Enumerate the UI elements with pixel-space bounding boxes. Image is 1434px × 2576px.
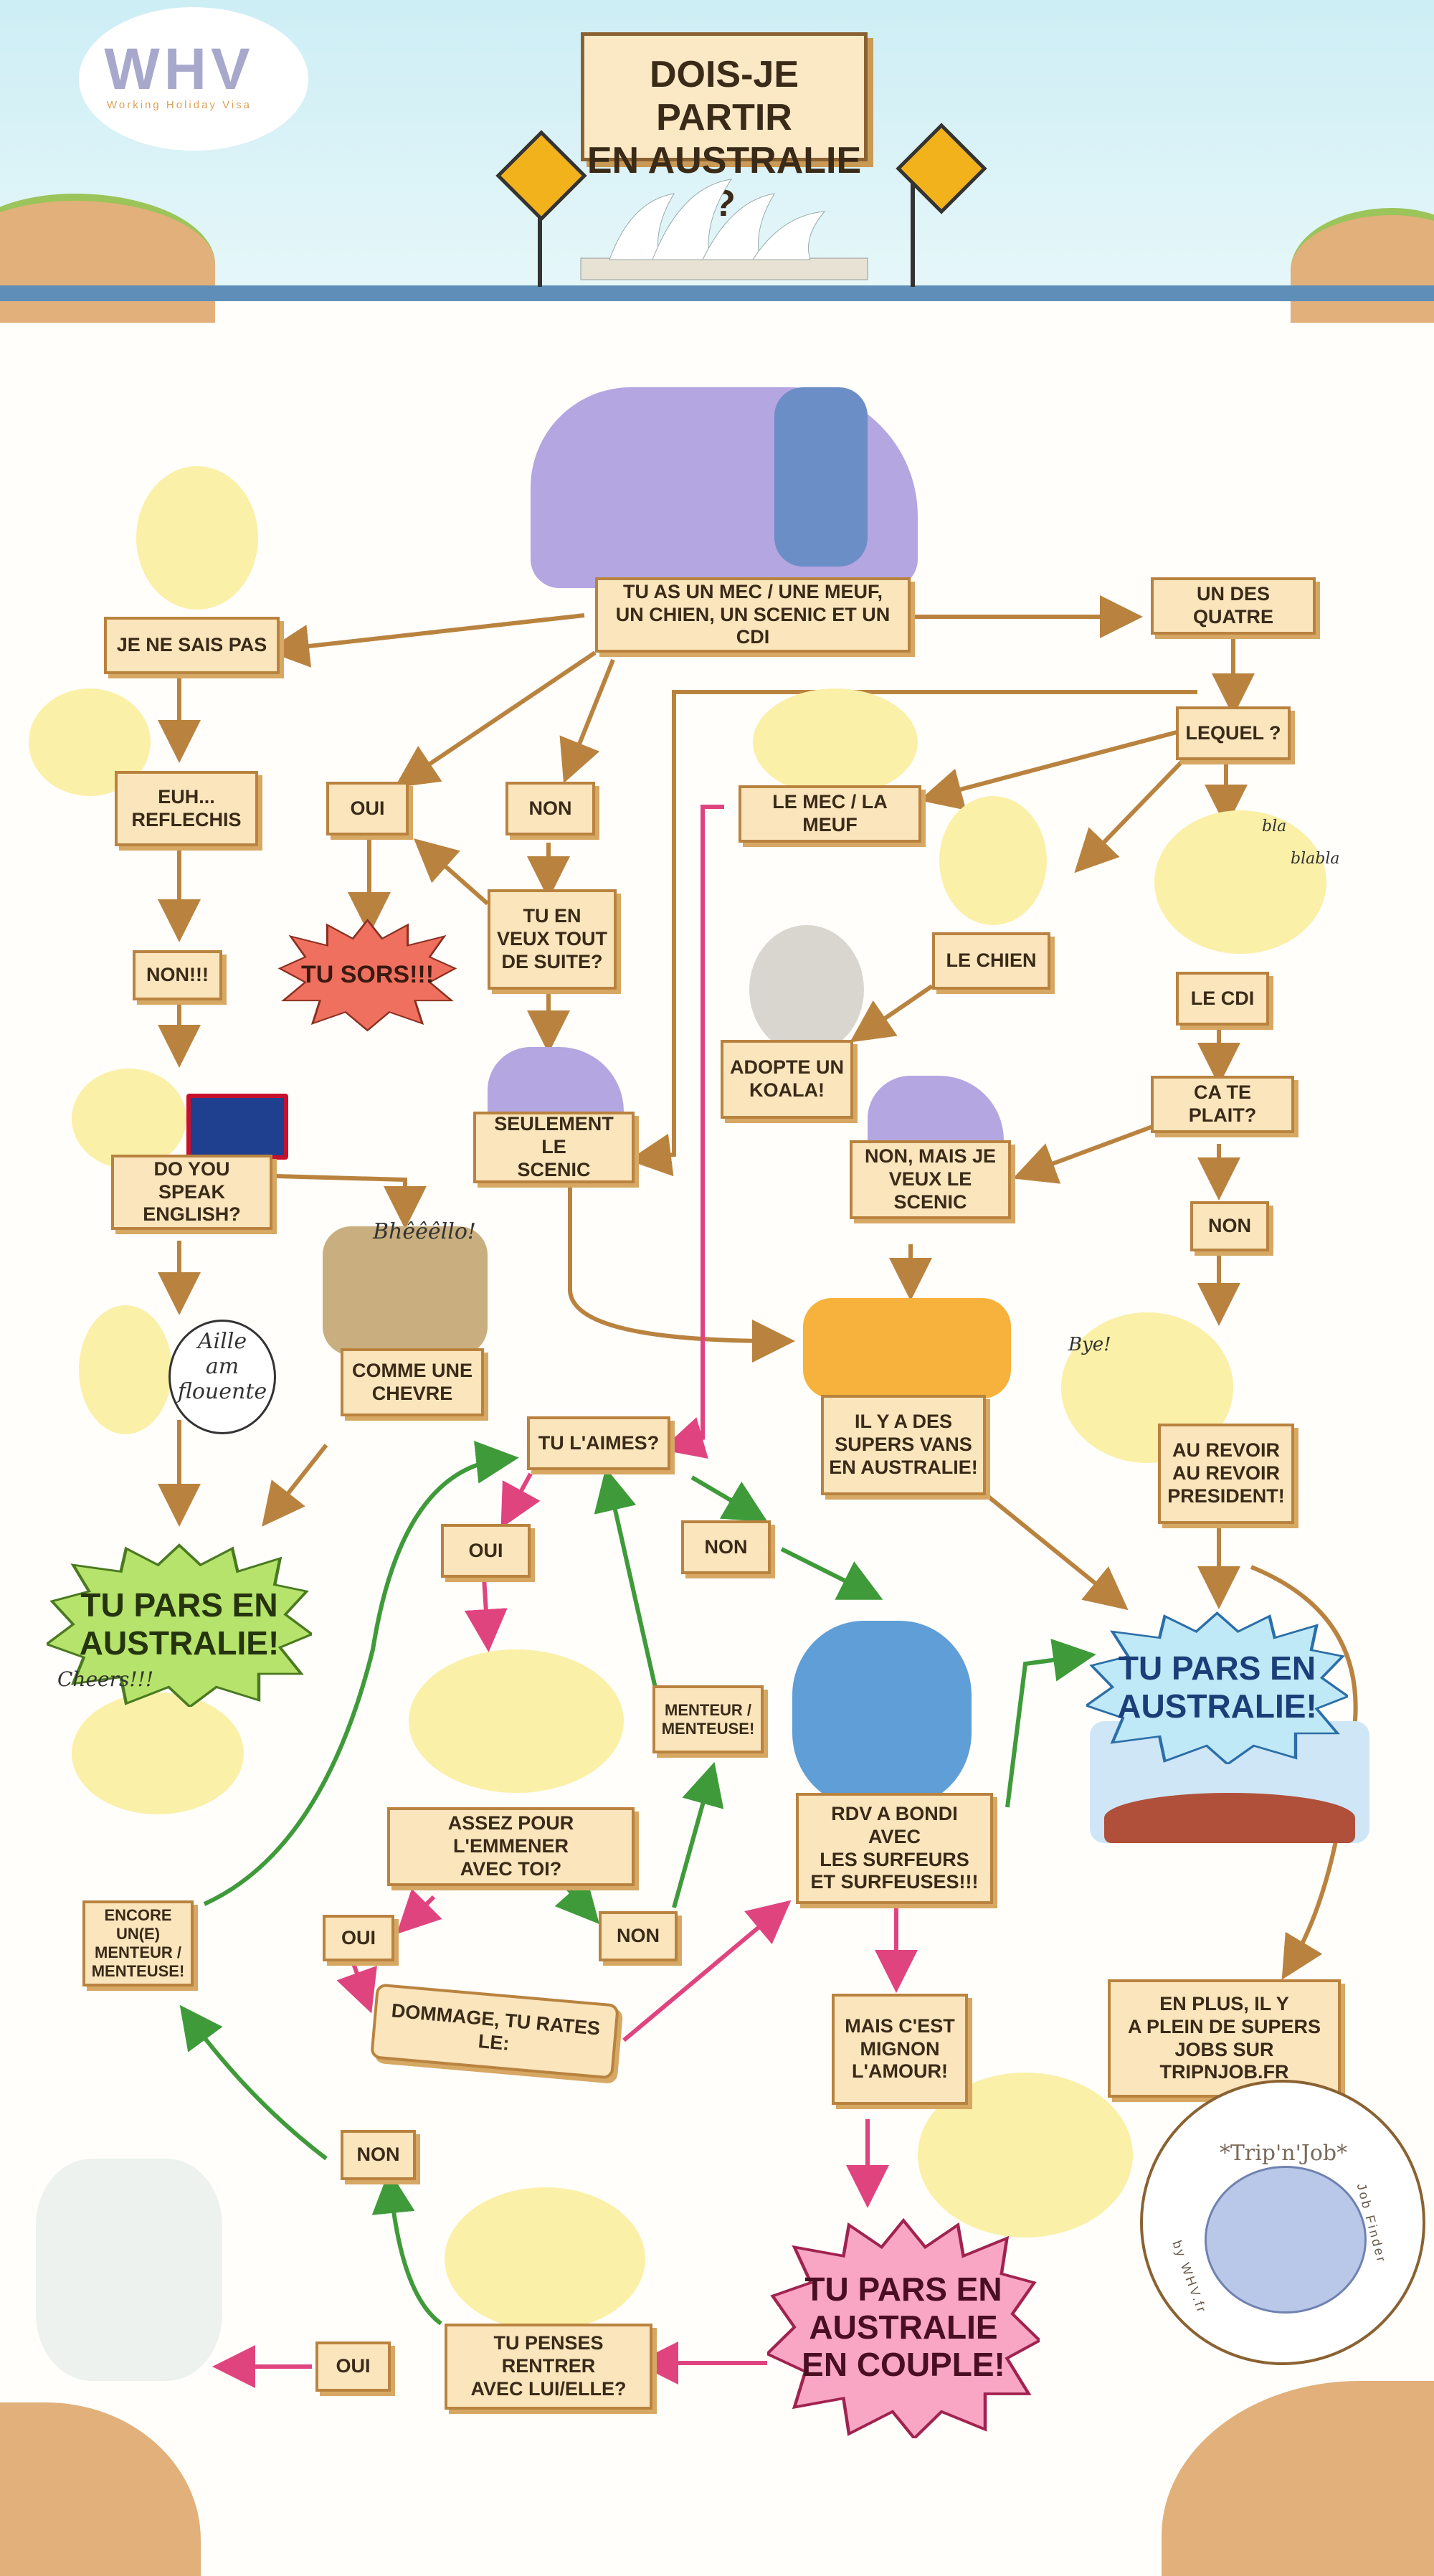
answer-non-4: NON	[599, 1911, 678, 1961]
question-tu-en-veux: TU EN VEUX TOUT DE SUITE?	[488, 889, 617, 990]
speech-bla: bla	[1262, 818, 1287, 835]
title-box: DOIS-JE PARTIR EN AUSTRALIE ?	[581, 32, 868, 224]
answer-oui-1: OUI	[326, 782, 409, 835]
answer-oui-3: OUI	[323, 1915, 394, 1961]
answer-menteur: MENTEUR / MENTEUSE!	[652, 1685, 764, 1753]
speech-bye: Bye!	[1068, 1334, 1111, 1355]
question-tu-penses-rentrer: TU PENSES RENTRER AVEC LUI/ELLE?	[445, 2324, 652, 2410]
answer-seulement-scenic: SEULEMENT LE SCENIC	[473, 1112, 635, 1183]
answer-je-ne-sais-pas: JE NE SAIS PAS	[104, 617, 280, 674]
answer-oui-4: OUI	[315, 2341, 391, 2392]
sacre-coeur-icon	[36, 2159, 222, 2381]
man-speaking-icon	[79, 1305, 172, 1434]
answer-non-mais-scenic: NON, MAIS JE VEUX LE SCENIC	[850, 1140, 1011, 1219]
thinking-woman-icon	[136, 466, 258, 610]
queen-icon	[72, 1069, 186, 1169]
couple-thinking-icon-2	[445, 2187, 645, 2331]
office-workers-icon	[1154, 810, 1326, 954]
answer-le-mec: LE MEC / LA MEUF	[739, 785, 921, 843]
couple-thinking-icon	[409, 1649, 624, 1793]
answer-non-excl: NON!!!	[133, 950, 222, 1000]
outcome-tu-pars-blue: TU PARS EN AUSTRALIE!	[1086, 1610, 1348, 1764]
info-rdv-bondi: RDV A BONDI AVEC LES SURFEURS ET SURFEUS…	[796, 1793, 993, 1904]
opera-house-icon	[580, 179, 868, 280]
question-start: TU AS UN MEC / UNE MEUF, UN CHIEN, UN SC…	[595, 577, 911, 653]
outcome-tu-sors: TU SORS!!!	[276, 918, 459, 1033]
goat-icon	[323, 1226, 488, 1355]
answer-non-1: NON	[505, 782, 595, 835]
speech-blabla: blabla	[1291, 850, 1340, 868]
whv-logo[interactable]: WHV	[104, 37, 255, 102]
tripnjob-name: *Trip'n'Job*	[1219, 2141, 1348, 2166]
answer-non-2: NON	[1190, 1201, 1269, 1251]
question-do-you-speak: DO YOU SPEAK ENGLISH?	[111, 1155, 272, 1230]
speech-bheeello: Bhêêêllo!	[373, 1219, 476, 1244]
outcome-tu-pars-green: TU PARS EN AUSTRALIE!	[47, 1542, 312, 1707]
answer-encore-menteur: ENCORE UN(E) MENTEUR / MENTEUSE!	[82, 1900, 194, 1987]
answer-le-chien: LE CHIEN	[932, 932, 1050, 990]
outcome-tu-pars-couple: TU PARS EN AUSTRALIE EN COUPLE!	[767, 2216, 1040, 2438]
answer-oui-2: OUI	[441, 1524, 531, 1578]
logo-cloud	[79, 7, 308, 151]
answer-au-revoir: AU REVOIR AU REVOIR PRESIDENT!	[1158, 1424, 1294, 1524]
answer-non-5: NON	[341, 2130, 416, 2180]
title-line-1: DOIS-JE PARTIR	[649, 54, 799, 138]
question-tu-laimes: TU L'AIMES?	[527, 1416, 670, 1470]
question-ca-te-plait: CA TE PLAIT?	[1151, 1076, 1294, 1133]
couple-icon	[774, 387, 868, 567]
van-icon	[803, 1298, 1011, 1398]
whv-logo-subtitle: Working Holiday Visa	[106, 99, 252, 111]
globe-icon	[1205, 2166, 1367, 2314]
info-tripnjob: EN PLUS, IL Y A PLEIN DE SUPERS JOBS SUR…	[1108, 1979, 1341, 2098]
answer-adopte-koala: ADOPTE UN KOALA!	[721, 1040, 853, 1119]
sign-post-right	[911, 179, 915, 287]
surf-wave-icon	[792, 1621, 972, 1807]
answer-le-cdi: LE CDI	[1176, 972, 1269, 1026]
answer-non-3: NON	[681, 1520, 771, 1574]
uk-flag-icon	[186, 1094, 288, 1160]
speech-bubble-aille: Aille am flouente	[168, 1320, 276, 1434]
kissing-couple-icon	[753, 688, 918, 796]
answer-mais-cest-mignon: MAIS C'EST MIGNON L'AMOUR!	[832, 1994, 968, 2105]
koala-icon	[749, 925, 864, 1054]
info-supers-vans: IL Y A DES SUPERS VANS EN AUSTRALIE!	[821, 1395, 986, 1495]
answer-un-des-quatre: UN DES QUATRE	[1151, 577, 1316, 635]
sign-post-left	[538, 186, 542, 287]
dog-icon	[939, 796, 1047, 925]
question-lequel: LEQUEL ?	[1176, 706, 1291, 760]
question-assez-pour: ASSEZ POUR L'EMMENER AVEC TOI?	[387, 1807, 635, 1886]
answer-comme-une-chevre: COMME UNE CHEVRE	[341, 1348, 484, 1416]
harbour-water	[0, 285, 1434, 301]
cheers-koalas-icon	[72, 1692, 244, 1814]
instruction-reflechis: EUH... REFLECHIS	[115, 771, 258, 846]
speech-cheers: Cheers!!!	[57, 1667, 154, 1691]
uluru-icon	[1104, 1793, 1355, 1843]
